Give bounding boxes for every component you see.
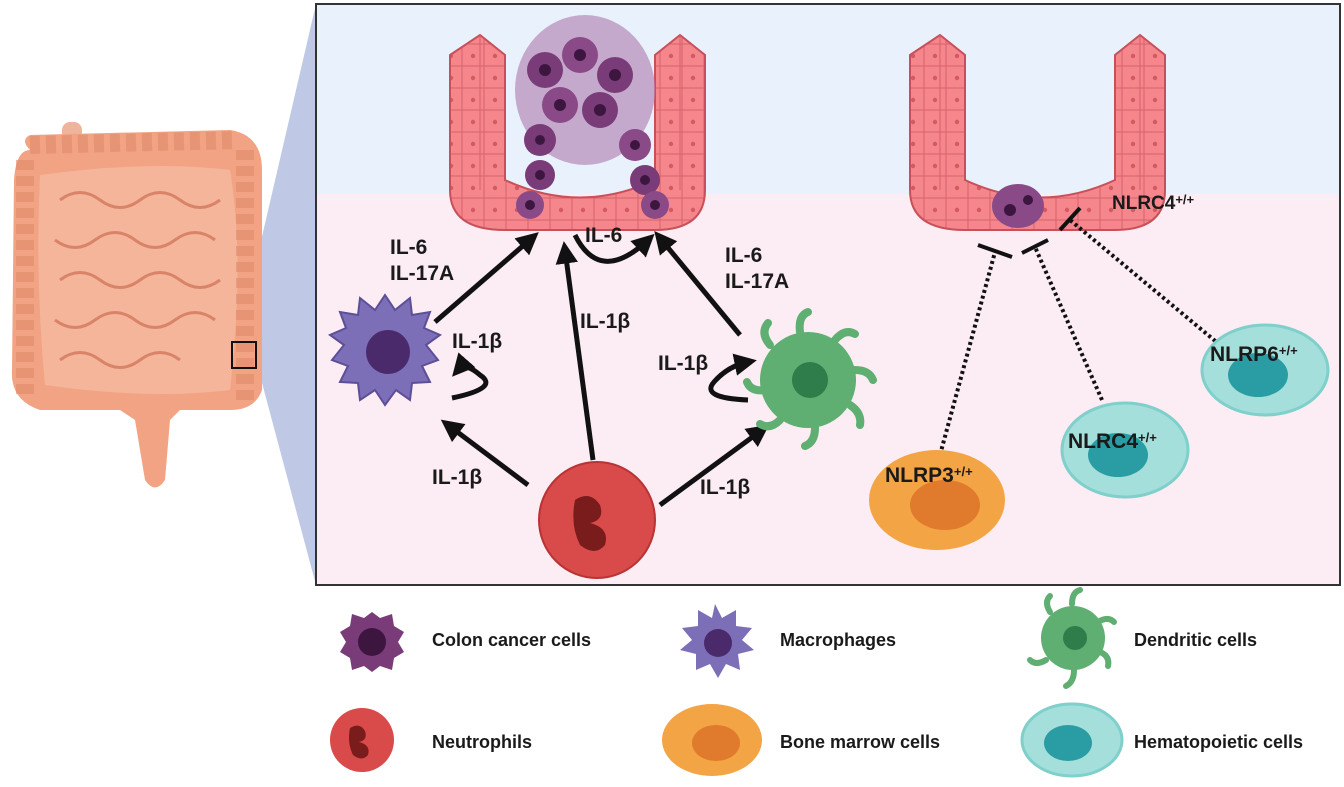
legend-neutrophils: Neutrophils — [432, 732, 533, 752]
arrow-dc-self — [708, 353, 757, 403]
hematopoietic-cell-icon — [1020, 702, 1124, 778]
inhibit-nlrc4-cell — [1033, 246, 1104, 401]
label-il6-left: IL-6 — [390, 236, 428, 259]
arrow-neut-to-crypt — [555, 241, 596, 461]
legend-bone-marrow-cells: Bone marrow cells — [780, 732, 941, 752]
label-il6-right: IL-6 — [725, 244, 763, 267]
label-il6-top: IL-6 — [585, 224, 623, 247]
signaling-arrows — [433, 231, 770, 508]
crypt-left — [449, 33, 706, 231]
small-tumor — [992, 184, 1044, 228]
arrow-dc-to-crypt — [654, 231, 742, 337]
arrow-mac-self — [451, 352, 489, 401]
legend-colon-cancer-cells: Colon cancer cells — [432, 630, 592, 650]
arrow-neut-to-dc — [658, 424, 770, 508]
arrow-il6-loop — [572, 233, 655, 264]
inhibition-lines — [938, 206, 1222, 456]
macrophage-icon — [680, 604, 754, 678]
macrophage-cell — [327, 293, 443, 407]
label-nlrc4-crypt: NLRC4+/+ — [1112, 192, 1195, 214]
inhibit-nlrp6 — [1068, 218, 1222, 347]
label-il1b-neut-mac: IL-1β — [432, 466, 483, 489]
main-panel-border — [315, 3, 1341, 586]
label-il17a-left: IL-17A — [390, 262, 455, 285]
label-nlrp3: NLRP3+/+ — [885, 464, 973, 487]
label-il1b-mac-self: IL-1β — [452, 330, 503, 353]
dendritic-cell — [743, 308, 877, 450]
intestine-illustration — [11, 122, 262, 488]
label-il1b-neut-dc: IL-1β — [700, 476, 751, 499]
tumor-mass — [515, 15, 669, 219]
nlrp6-cell — [1200, 323, 1330, 417]
label-nlrc4-cell: NLRC4+/+ — [1068, 430, 1157, 453]
zoom-wedge — [238, 4, 316, 585]
nlrp3-cell — [869, 450, 1005, 550]
bone-marrow-cell-icon — [662, 704, 762, 776]
neutrophil-icon — [330, 708, 394, 772]
label-il1b-center: IL-1β — [580, 310, 631, 333]
arrow-mac-to-crypt — [433, 232, 539, 324]
arrow-neut-to-mac — [440, 419, 530, 487]
neutrophil-cell — [538, 461, 656, 579]
label-il1b-dc-self: IL-1β — [658, 352, 709, 375]
dendritic-cell-icon — [1027, 587, 1117, 689]
legend-hematopoietic-cells: Hematopoietic cells — [1134, 732, 1304, 752]
label-nlrp6: NLRP6+/+ — [1210, 343, 1298, 366]
nlrc4-cell — [1060, 401, 1190, 499]
legend-dendritic-cells: Dendritic cells — [1134, 630, 1258, 650]
label-il17a-right: IL-17A — [725, 270, 790, 293]
inhibit-nlrp3 — [938, 251, 997, 456]
colon-cancer-cell-icon — [340, 612, 404, 672]
legend-macrophages: Macrophages — [780, 630, 897, 650]
